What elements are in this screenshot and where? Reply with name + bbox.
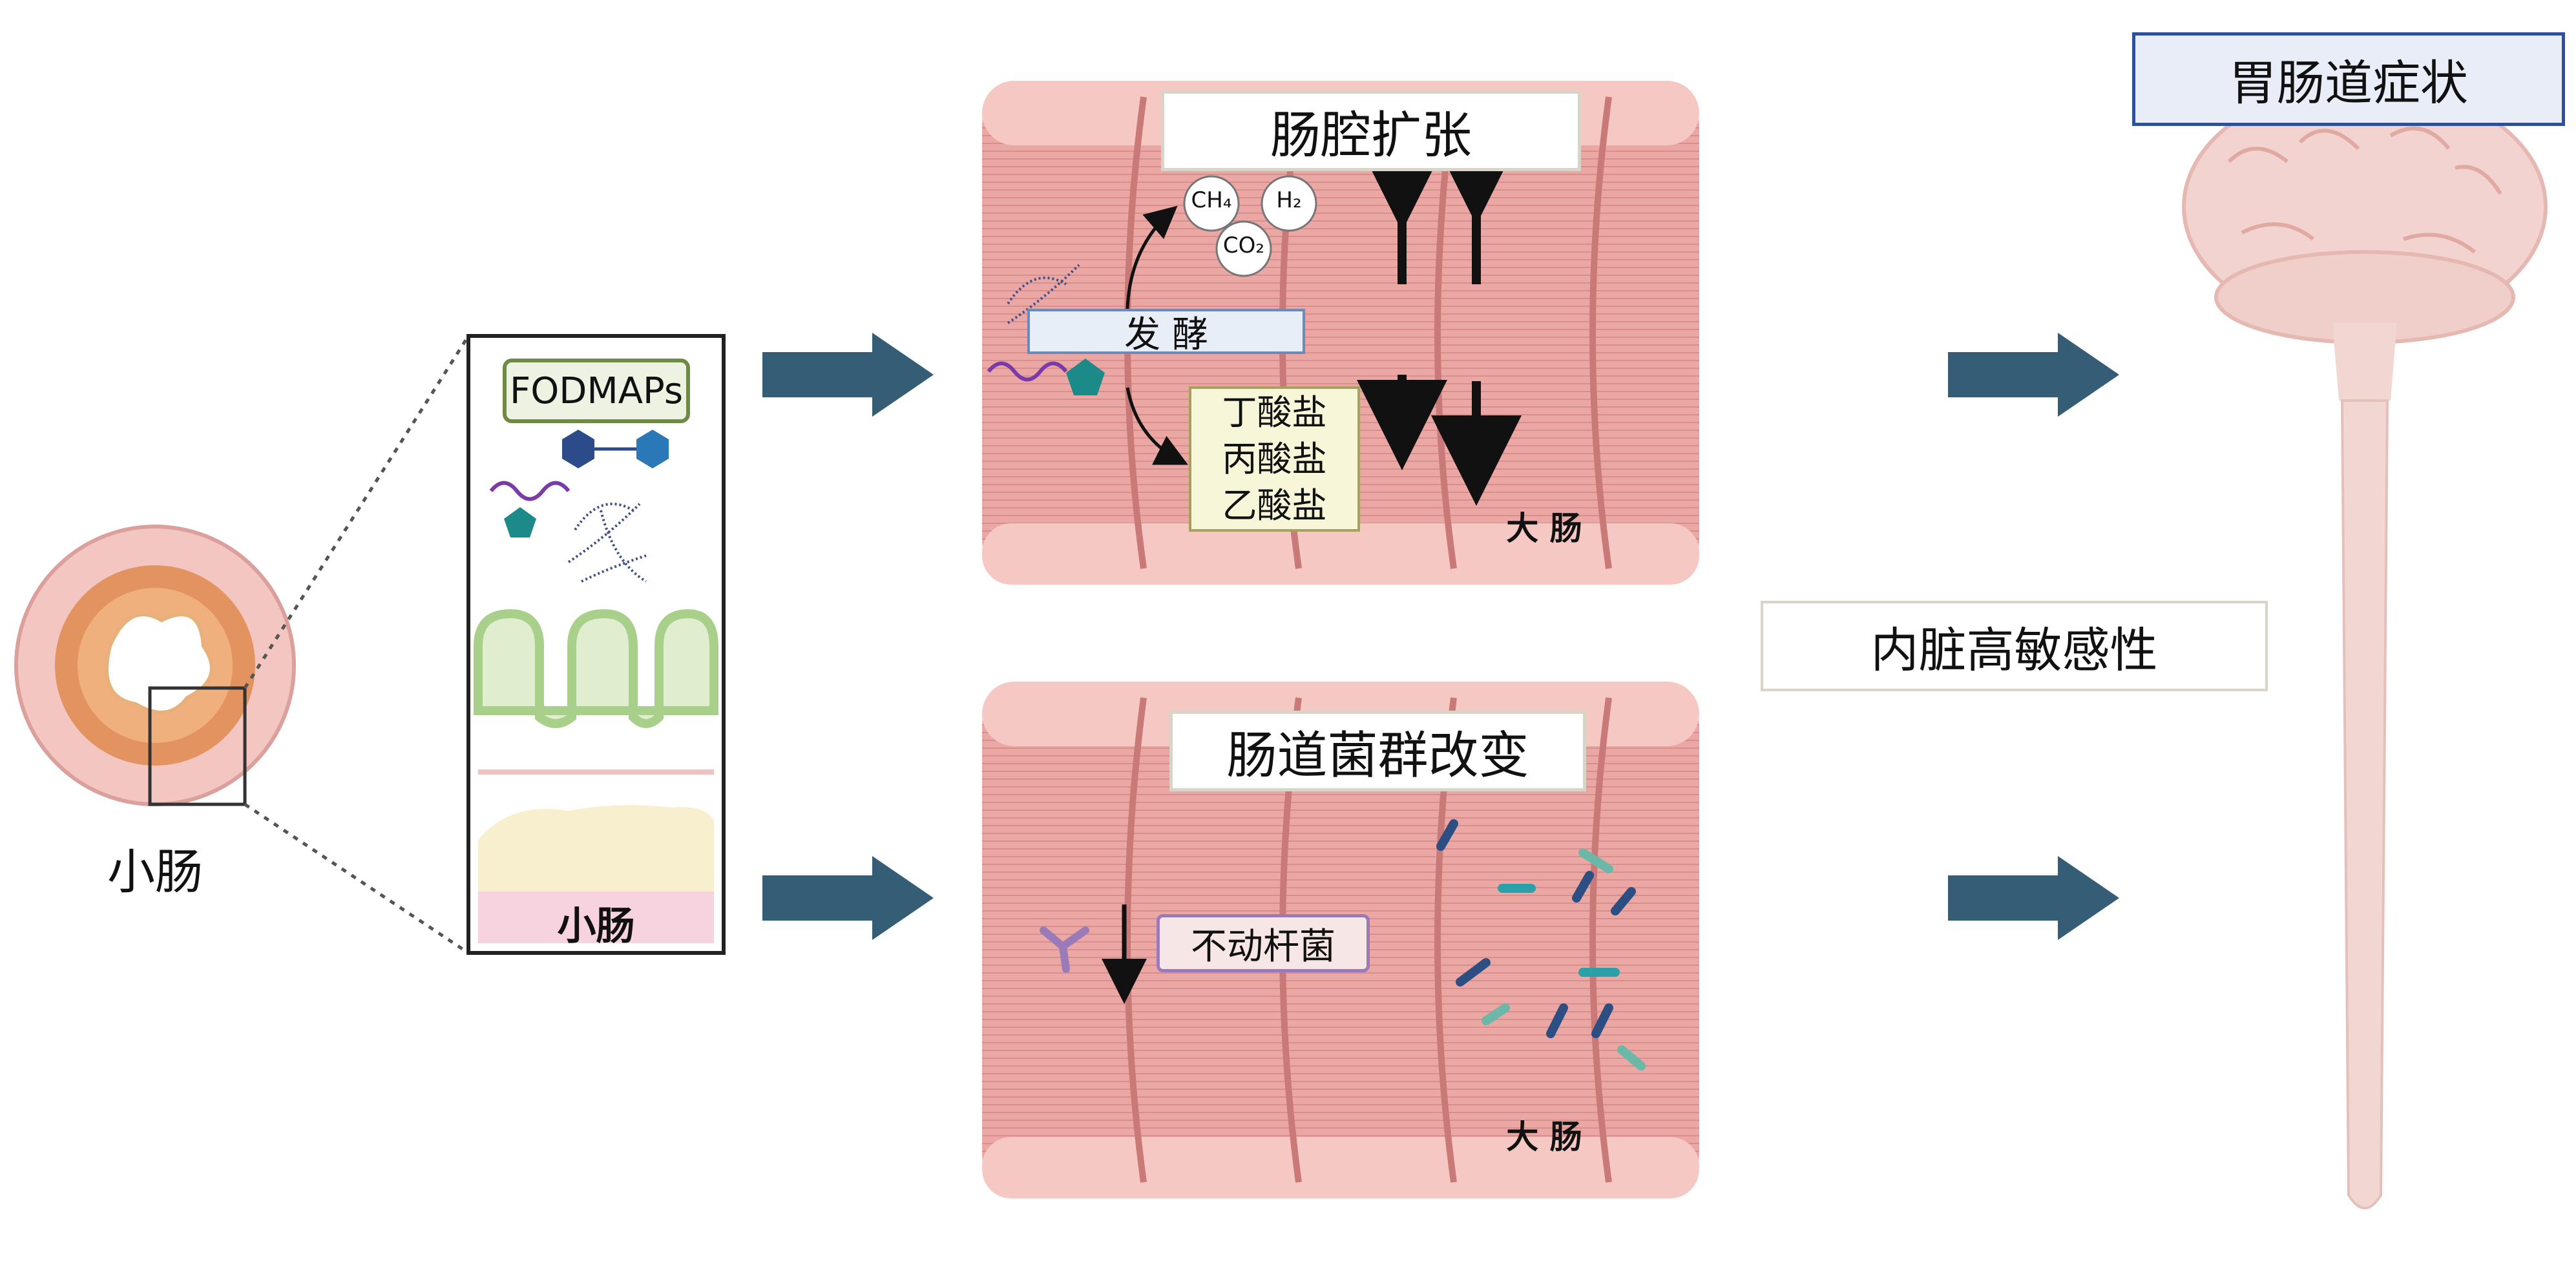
inset-small-intestine-label: 小肠 bbox=[557, 904, 635, 949]
fodmap-pentagon-icon bbox=[504, 507, 536, 538]
gas-h2-label: H₂ bbox=[1276, 187, 1302, 213]
fodmap-hexagon-icon bbox=[636, 430, 669, 468]
microbiota-title-box: 肠道菌群改变 bbox=[1169, 711, 1586, 791]
gas-co2-label: CO₂ bbox=[1222, 233, 1265, 258]
brain-spinal-cord bbox=[2182, 82, 2548, 1209]
gas-bubble-icon bbox=[1261, 175, 1317, 232]
fodmaps-box: FODMAPs bbox=[503, 359, 690, 423]
visceral-hypersensitivity-box: 内脏高敏感性 bbox=[1761, 601, 2268, 691]
small-intestine-inset bbox=[466, 334, 726, 955]
large-intestine-bottom-label: 大 肠 bbox=[1506, 1118, 1582, 1156]
acinetobacter-box: 不动杆菌 bbox=[1157, 914, 1370, 972]
fermentation-label: 发 酵 bbox=[1124, 313, 1208, 356]
fiber-strand-icon bbox=[1007, 264, 1080, 324]
microbiota-title: 肠道菌群改变 bbox=[1226, 726, 1529, 785]
fiber-strand-icon bbox=[489, 481, 571, 501]
gi-symptoms-label: 胃肠道症状 bbox=[2229, 56, 2468, 111]
gas-ch4-label: CH₄ bbox=[1191, 187, 1232, 213]
arrow-inset-to-bottom bbox=[762, 856, 934, 940]
fodmaps-label: FODMAPs bbox=[510, 370, 683, 412]
rod-bacteria-icon bbox=[1040, 926, 1089, 973]
gas-bubble-icon bbox=[1183, 175, 1240, 232]
flow-arrows bbox=[762, 333, 2119, 940]
fodmap-pentagon-icon bbox=[1066, 359, 1105, 395]
distension-title: 肠腔扩张 bbox=[1270, 106, 1472, 165]
arrow-top-to-brain bbox=[1948, 333, 2119, 417]
distension-title-box: 肠腔扩张 bbox=[1161, 90, 1581, 171]
scfa-box: 丁酸盐 丙酸盐 乙酸盐 bbox=[1189, 386, 1360, 532]
scfa-acetate: 乙酸盐 bbox=[1222, 485, 1327, 526]
arrow-inset-to-top bbox=[762, 333, 934, 417]
gi-symptoms-box: 胃肠道症状 bbox=[2132, 32, 2565, 126]
small-intestine-label: 小肠 bbox=[107, 844, 203, 900]
fermentation-box: 发 酵 bbox=[1027, 309, 1305, 356]
distension-arrows bbox=[1357, 134, 1522, 506]
fiber-strand-icon bbox=[567, 503, 647, 583]
small-intestine-cross-section bbox=[14, 525, 296, 806]
rod-bacteria-icon bbox=[1436, 819, 1646, 1070]
fodmap-hexagon-icon bbox=[562, 430, 594, 468]
arrow-bottom-to-brain bbox=[1948, 856, 2119, 940]
fiber-strand-icon bbox=[987, 361, 1068, 382]
acinetobacter-label: 不动杆菌 bbox=[1191, 925, 1335, 968]
gas-bubble-icon bbox=[1215, 220, 1272, 277]
scfa-propionate: 丙酸盐 bbox=[1222, 438, 1327, 479]
scfa-butyrate: 丁酸盐 bbox=[1222, 392, 1327, 433]
zoom-lines bbox=[243, 335, 470, 955]
visceral-hypersensitivity-label: 内脏高敏感性 bbox=[1870, 622, 2158, 678]
large-intestine-top-label: 大 肠 bbox=[1506, 510, 1582, 547]
